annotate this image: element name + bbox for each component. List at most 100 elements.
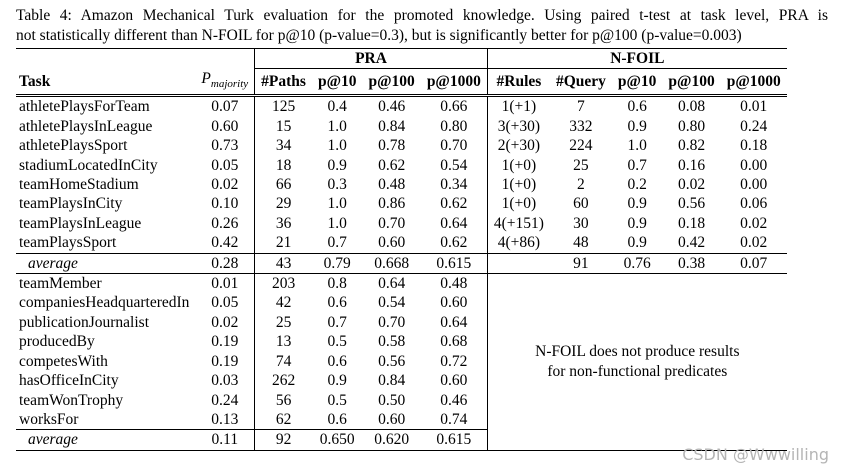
nfoil-p1000: 0.18 (740, 137, 768, 155)
nfoil-query: 2 (577, 176, 585, 194)
col-pra-p100: p@100 (368, 73, 415, 91)
pmajority-value: 0.07 (211, 98, 239, 116)
col-nfoil-p100: p@100 (668, 73, 715, 91)
nfoil-rules: 1(+1) (486, 95, 550, 117)
table-caption: Table 4: Amazon Mechanical Turk evaluati… (16, 6, 828, 46)
pra-p10: 0.6 (327, 294, 347, 312)
pra-p10: 0.5 (327, 333, 347, 351)
nfoil-p1000: 0.02 (740, 214, 768, 232)
task-name: teamPlaysSport (19, 234, 117, 252)
nfoil-p10: 0.9 (627, 234, 647, 252)
col-pmajority: Pmajority (201, 69, 249, 90)
pmajority-value: 0.11 (195, 429, 255, 451)
pra-p100: 0.58 (378, 333, 406, 351)
pmajority-value: 0.01 (211, 275, 239, 293)
column-header-row: Task Pmajority #Paths p@10 p@100 p@1000 … (16, 68, 787, 96)
nfoil-p100: 0.18 (678, 214, 706, 232)
pra-p10: 0.6 (327, 352, 347, 370)
pra-p1000: 0.80 (440, 117, 468, 135)
pra-p10: 1.0 (327, 137, 347, 155)
task-name: hasOfficeInCity (19, 372, 119, 390)
nfoil-p100: 0.80 (678, 117, 706, 135)
pmajority-value: 0.10 (211, 195, 239, 213)
col-nfoil-p10: p@10 (617, 73, 657, 91)
task-name: teamPlaysInLeague (19, 214, 142, 232)
pra-p1000: 0.70 (440, 137, 468, 155)
pra-p1000: 0.48 (440, 275, 468, 293)
nfoil-query: 30 (573, 214, 589, 232)
results-table: PRA N-FOIL Task Pmajority #Paths p@10 p@… (16, 47, 787, 451)
task-name: teamHomeStadium (19, 176, 139, 194)
nfoil-p10: 0.9 (627, 214, 647, 232)
pra-paths: 56 (254, 390, 312, 410)
pmajority-value: 0.02 (211, 313, 239, 331)
average-label: average (16, 429, 196, 451)
task-name: athletePlaysInLeague (19, 117, 153, 135)
nfoil-p1000: 0.07 (720, 252, 787, 274)
pra-p100: 0.56 (378, 352, 406, 370)
nfoil-p10: 0.9 (627, 195, 647, 213)
pra-p100: 0.84 (378, 117, 406, 135)
pmajority-value: 0.19 (211, 333, 239, 351)
nfoil-query: 25 (573, 156, 589, 174)
pra-p100: 0.620 (362, 429, 421, 451)
pra-p1000: 0.74 (440, 410, 468, 428)
nfoil-query: 48 (573, 234, 589, 252)
pra-paths: 203 (254, 273, 312, 294)
pmajority-value: 0.05 (211, 294, 239, 312)
pra-paths: 43 (254, 252, 312, 274)
pra-p1000: 0.46 (440, 391, 468, 409)
task-name: competesWith (19, 352, 108, 370)
pra-p1000: 0.64 (440, 214, 468, 232)
pra-paths: 29 (254, 194, 312, 214)
nfoil-p1000: 0.06 (740, 195, 768, 213)
pra-p10: 0.7 (327, 234, 347, 252)
pra-p1000: 0.615 (420, 252, 488, 274)
pra-p100: 0.84 (378, 372, 406, 390)
pra-paths: 92 (254, 429, 312, 451)
col-pra-p1000: p@1000 (426, 73, 481, 91)
pra-p100: 0.48 (378, 176, 406, 194)
caption-line-1: Table 4: Amazon Mechanical Turk evaluati… (16, 7, 828, 24)
pmajority-value: 0.24 (211, 391, 239, 409)
col-query: #Query (555, 73, 606, 91)
pra-p10: 1.0 (327, 117, 347, 135)
pra-p100: 0.46 (378, 98, 406, 116)
pmajority-value: 0.73 (211, 137, 239, 155)
task-name: worksFor (19, 410, 79, 428)
pra-p100: 0.668 (362, 252, 421, 274)
note-line-2: for non-functional predicates (547, 362, 728, 380)
pra-p1000: 0.615 (420, 429, 488, 451)
pra-p1000: 0.66 (440, 98, 468, 116)
nfoil-query: 224 (569, 137, 593, 155)
task-name: companiesHeadquarteredIn (19, 294, 190, 312)
watermark: CSDN @Wwwilling (682, 445, 829, 464)
pra-p1000: 0.62 (440, 195, 468, 213)
nfoil-rules: 1(+0) (486, 155, 550, 176)
task-name: teamWonTrophy (19, 391, 124, 409)
nfoil-query: 91 (549, 252, 612, 274)
pra-p10: 0.79 (311, 252, 363, 274)
pra-p1000: 0.34 (440, 176, 468, 194)
pra-p100: 0.78 (378, 137, 406, 155)
pra-p100: 0.86 (378, 195, 406, 213)
pmajority-value: 0.42 (211, 234, 239, 252)
nfoil-rules: 3(+30) (486, 116, 550, 137)
pra-p10: 0.5 (327, 391, 347, 409)
nfoil-p10: 0.6 (627, 98, 647, 116)
pra-p1000: 0.54 (440, 156, 468, 174)
